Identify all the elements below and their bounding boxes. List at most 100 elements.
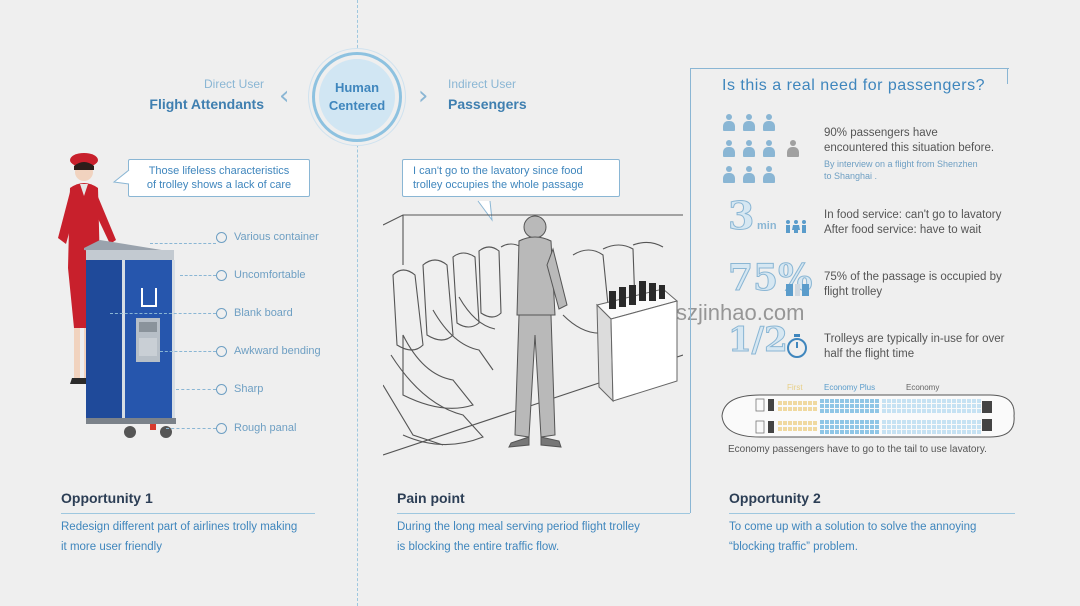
opportunity-1-line-1: Redesign different part of airlines trol…: [61, 521, 298, 533]
seat-block: [927, 430, 931, 434]
callout-dot: [216, 423, 227, 434]
stat2-unit: min: [757, 220, 777, 232]
seat-block: [860, 404, 864, 408]
seatmap-caption: Economy passengers have to go to the tai…: [728, 444, 987, 455]
seat-block: [937, 399, 941, 403]
seat-block: [803, 421, 807, 425]
seat-block: [835, 409, 839, 413]
pain-point-line-1: During the long meal serving period flig…: [397, 521, 640, 533]
seat-block: [835, 404, 839, 408]
seat-block: [845, 420, 849, 424]
stat1-note-2: to Shanghai .: [824, 171, 878, 181]
seat-block: [798, 421, 802, 425]
label-various-container: Various container: [234, 231, 319, 243]
seat-block: [922, 409, 926, 413]
seat-block: [942, 409, 946, 413]
seat-block: [830, 430, 834, 434]
person-icon: [742, 140, 756, 158]
passenger-people-icons: [722, 114, 812, 186]
seat-block: [813, 407, 817, 411]
seat-block: [897, 404, 901, 408]
callout-dot: [216, 232, 227, 243]
pain-point-rule: [397, 513, 690, 514]
stat2-line-2: After food service: have to wait: [824, 224, 982, 236]
seat-block: [855, 430, 859, 434]
seat-block: [967, 430, 971, 434]
seat-block: [972, 404, 976, 408]
seat-block: [803, 407, 807, 411]
seat-block: [820, 399, 824, 403]
seat-block: [825, 420, 829, 424]
seat-block: [855, 399, 859, 403]
seat-block: [840, 425, 844, 429]
seat-block: [907, 409, 911, 413]
seat-block: [882, 420, 886, 424]
seat-block: [875, 399, 879, 403]
seat-block: [952, 399, 956, 403]
seat-block: [962, 430, 966, 434]
bubble-tail-left: [112, 169, 130, 185]
person-icon: [762, 166, 776, 184]
seat-block: [937, 425, 941, 429]
passenger-bubble-line-1: I can't go to the lavatory since food: [413, 165, 583, 177]
seat-block: [840, 399, 844, 403]
seat-block: [855, 409, 859, 413]
seat-block: [882, 430, 886, 434]
seat-block: [845, 409, 849, 413]
seat-block: [887, 409, 891, 413]
seat-block: [932, 430, 936, 434]
seat-block: [897, 425, 901, 429]
center-divider: [357, 0, 358, 606]
seat-block: [897, 430, 901, 434]
opportunity-2-text: To come up with a solution to solve the …: [729, 517, 976, 557]
seat-block: [927, 409, 931, 413]
callout-line: [160, 351, 216, 352]
seat-block: [907, 420, 911, 424]
seat-block: [897, 420, 901, 424]
stat2-line-1: In food service: can't go to lavatory: [824, 209, 1002, 221]
seat-block: [882, 409, 886, 413]
seat-block: [932, 404, 936, 408]
label-sharp: Sharp: [234, 383, 264, 395]
seat-block: [892, 430, 896, 434]
seat-block: [865, 425, 869, 429]
seat-block: [967, 404, 971, 408]
seat-block: [860, 420, 864, 424]
person-icon: [722, 166, 736, 184]
indirect-user-name: Passengers: [448, 96, 527, 112]
seat-block: [808, 407, 812, 411]
seat-block: [875, 420, 879, 424]
seat-block: [813, 401, 817, 405]
seat-block: [907, 404, 911, 408]
stat1-note-1: By interview on a flight from Shenzhen: [824, 159, 978, 169]
seat-block: [865, 420, 869, 424]
seat-block: [855, 404, 859, 408]
opportunity-1-text: Redesign different part of airlines trol…: [61, 517, 297, 557]
pain-point-line-2: is blocking the entire traffic flow.: [397, 541, 560, 553]
stat1-line-2: encountered this situation before.: [824, 142, 995, 154]
seat-block: [840, 409, 844, 413]
indirect-user-role: Indirect User: [448, 77, 517, 91]
seat-block: [855, 420, 859, 424]
seat-block: [962, 420, 966, 424]
seat-block: [875, 404, 879, 408]
seat-block: [902, 399, 906, 403]
seat-block: [793, 407, 797, 411]
seat-block: [865, 399, 869, 403]
seat-block: [850, 425, 854, 429]
seat-block: [947, 404, 951, 408]
callout-line: [166, 428, 216, 429]
seat-block: [835, 430, 839, 434]
seat-block: [892, 404, 896, 408]
seat-block: [917, 404, 921, 408]
seat-block: [825, 430, 829, 434]
seat-block: [865, 404, 869, 408]
seat-block: [820, 420, 824, 424]
seat-block: [917, 409, 921, 413]
seat-block: [882, 425, 886, 429]
seat-block: [778, 427, 782, 431]
seat-block: [798, 401, 802, 405]
seat-block: [825, 399, 829, 403]
seat-block: [887, 404, 891, 408]
